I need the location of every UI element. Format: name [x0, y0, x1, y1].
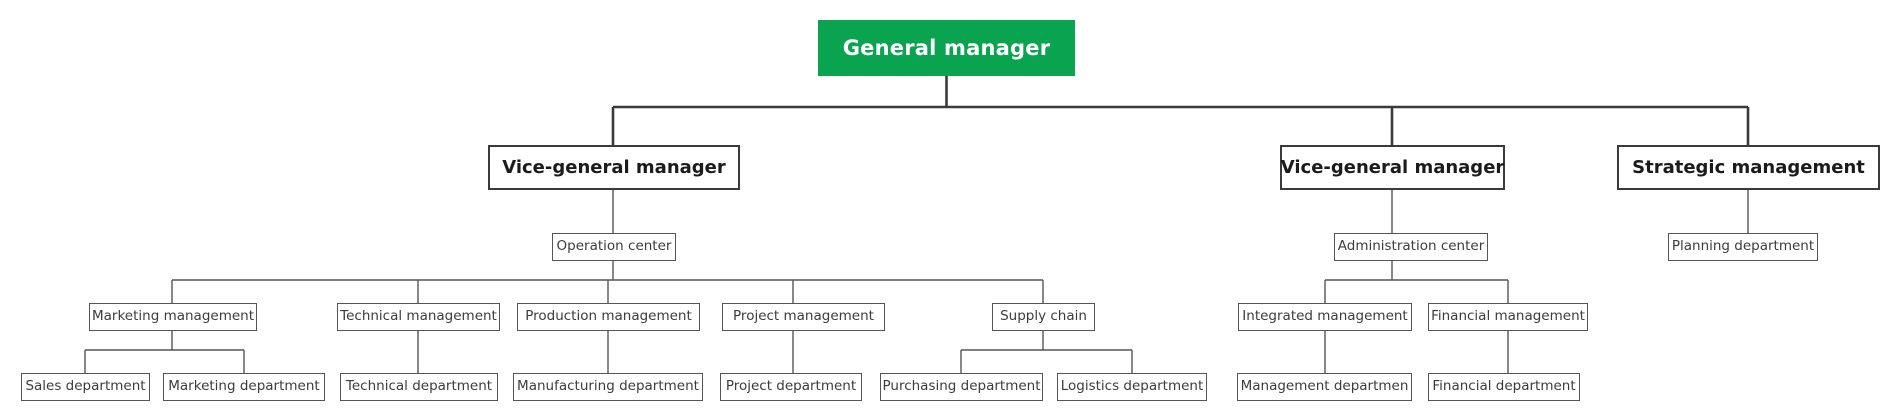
node-vice-general-manager-2[interactable]: Vice-general manager [1280, 145, 1505, 190]
node-label: Purchasing department [882, 378, 1041, 395]
node-label: Project department [725, 378, 857, 395]
node-label: Manufacturing department [517, 378, 699, 395]
node-vice-general-manager-1[interactable]: Vice-general manager [488, 145, 740, 190]
node-technical-management[interactable]: Technical management [337, 303, 500, 331]
node-label: Financial department [1432, 378, 1576, 395]
node-financial-management[interactable]: Financial management [1428, 303, 1588, 331]
node-logistics-department[interactable]: Logistics department [1057, 373, 1207, 401]
node-general-manager[interactable]: General manager [818, 20, 1075, 76]
node-label: Marketing management [92, 308, 255, 325]
node-project-department[interactable]: Project department [720, 373, 862, 401]
node-label: Operation center [556, 238, 672, 255]
node-project-management[interactable]: Project management [722, 303, 885, 331]
node-planning-department[interactable]: Planning department [1668, 233, 1818, 261]
node-label: Production management [525, 308, 692, 325]
node-label: Planning department [1671, 238, 1815, 255]
node-label: Project management [733, 308, 874, 325]
node-label: Sales department [25, 378, 146, 395]
node-financial-department[interactable]: Financial department [1428, 373, 1580, 401]
node-label: General manager [842, 35, 1051, 60]
node-label: Administration center [1337, 238, 1485, 255]
node-label: Technical department [345, 378, 493, 395]
node-production-management[interactable]: Production management [517, 303, 700, 331]
node-integrated-management[interactable]: Integrated management [1238, 303, 1412, 331]
node-label: Vice-general manager [1280, 156, 1505, 178]
node-marketing-department[interactable]: Marketing department [163, 373, 325, 401]
node-label: Financial management [1431, 308, 1585, 325]
node-purchasing-department[interactable]: Purchasing department [880, 373, 1043, 401]
node-label: Management departmen [1240, 378, 1409, 395]
node-management-departmen[interactable]: Management departmen [1237, 373, 1412, 401]
node-label: Technical management [340, 308, 497, 325]
node-sales-department[interactable]: Sales department [21, 373, 150, 401]
node-label: Logistics department [1060, 378, 1204, 395]
node-label: Marketing department [168, 378, 320, 395]
node-label: Supply chain [1000, 308, 1087, 325]
node-label: Integrated management [1242, 308, 1408, 325]
node-administration-center[interactable]: Administration center [1334, 233, 1488, 261]
node-strategic-management[interactable]: Strategic management [1617, 145, 1880, 190]
node-operation-center[interactable]: Operation center [552, 233, 676, 261]
node-label: Strategic management [1632, 156, 1865, 178]
node-marketing-management[interactable]: Marketing management [89, 303, 257, 331]
node-label: Vice-general manager [502, 156, 726, 178]
node-supply-chain[interactable]: Supply chain [992, 303, 1095, 331]
node-technical-department[interactable]: Technical department [340, 373, 498, 401]
node-manufacturing-department[interactable]: Manufacturing department [513, 373, 703, 401]
